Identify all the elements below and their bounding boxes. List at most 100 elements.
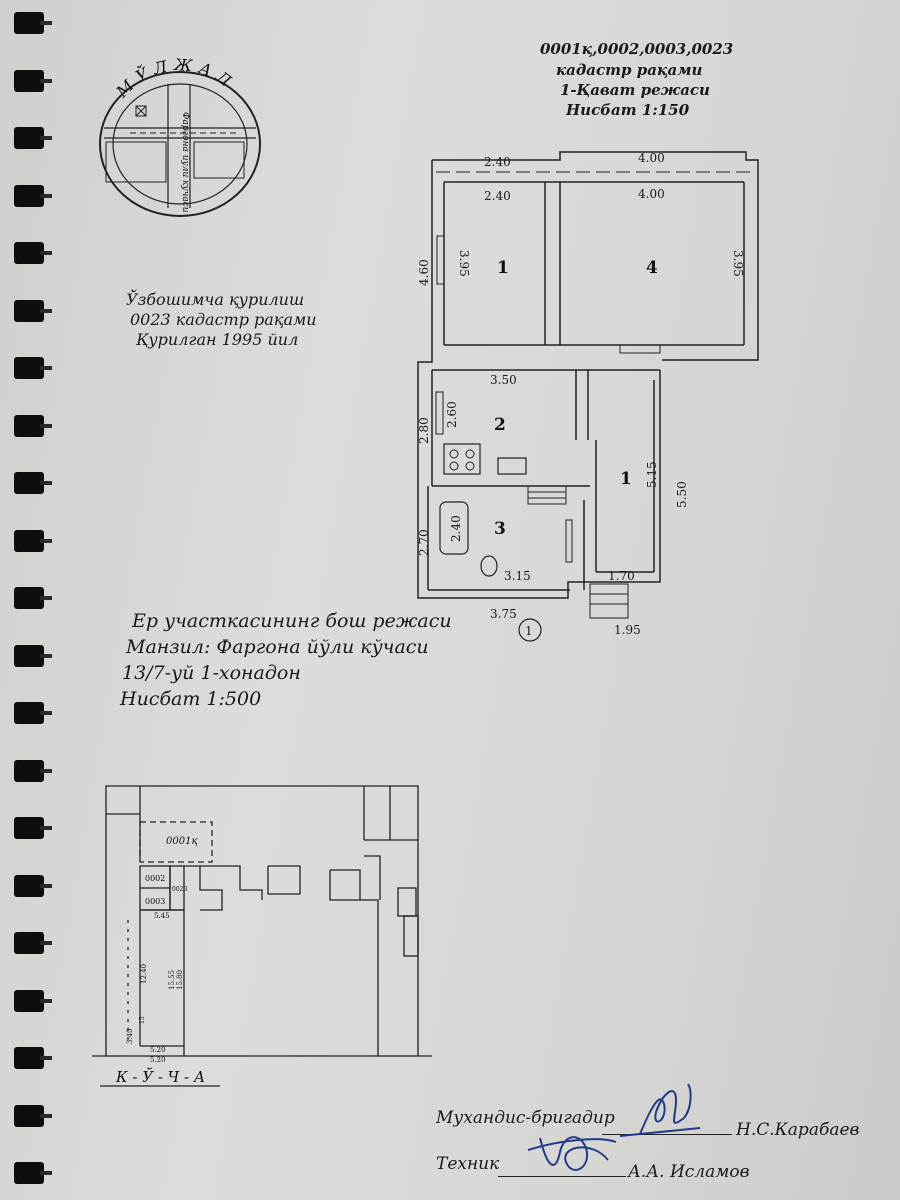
site-house-number: 13/7-уй 1-хонадон bbox=[122, 662, 301, 684]
plot-0023: 0023 bbox=[172, 886, 187, 893]
binding-ring bbox=[40, 308, 52, 313]
stamp-arc-text: МЎЛЖАЛ bbox=[112, 55, 240, 102]
binding-ring bbox=[40, 826, 52, 830]
extension-note-line2: 0023 кадастр рақами bbox=[130, 310, 317, 329]
plot-0002: 0002 bbox=[145, 874, 165, 883]
binding-hole bbox=[14, 1104, 44, 1127]
binding-hole bbox=[14, 184, 44, 207]
binding-ring bbox=[40, 366, 52, 370]
extension-note-line3: Қурилган 1995 йил bbox=[136, 330, 299, 349]
dim-520b: 5.20 bbox=[150, 1056, 166, 1064]
binding-hole bbox=[14, 644, 44, 667]
plot-0001: 0001қ bbox=[166, 836, 198, 847]
binding-hole bbox=[14, 242, 44, 264]
binding-hole bbox=[14, 702, 44, 724]
spiral-binding bbox=[0, 0, 60, 1200]
dim-room1-height: 3.95 bbox=[457, 250, 471, 277]
binding-ring bbox=[40, 78, 52, 83]
cadastre-numbers: 0001қ,0002,0003,0023 bbox=[540, 40, 734, 58]
dim-1555: 15.55 bbox=[168, 970, 176, 990]
binding-ring bbox=[40, 251, 52, 255]
binding-ring bbox=[40, 423, 52, 428]
binding-ring bbox=[40, 998, 52, 1003]
cadastre-label: кадастр рақами bbox=[556, 61, 703, 79]
binding-ring bbox=[40, 481, 52, 485]
stamp-street-text: Фаргона йўли кўчаси bbox=[180, 112, 190, 213]
binding-ring bbox=[40, 768, 52, 773]
dim-right-room-outer: 5.50 bbox=[675, 481, 689, 508]
room-number-3: 3 bbox=[494, 519, 506, 539]
dim-1580: 15.80 bbox=[176, 970, 184, 990]
binding-ring bbox=[40, 653, 52, 658]
engineer-role: Мухандис-бригадир bbox=[436, 1108, 615, 1128]
dim-bottom-total: 3.75 bbox=[490, 607, 517, 621]
binding-ring bbox=[40, 538, 52, 543]
site-address: Манзил: Фаргона йўли кўчаси bbox=[126, 636, 429, 658]
engineer-signature-line bbox=[602, 1134, 732, 1135]
binding-ring bbox=[40, 1113, 52, 1118]
binding-hole bbox=[14, 12, 44, 34]
dim-left-outer: 4.60 bbox=[417, 259, 431, 286]
extension-note-line1: Ўзбошимча қурилиш bbox=[126, 290, 305, 309]
location-stamp: МЎЛЖАЛ Фаргона йўли кўчаси bbox=[99, 55, 261, 217]
street-label: К - Ў - Ч - А bbox=[115, 1067, 205, 1086]
dim-1240: 12.40 bbox=[140, 964, 148, 984]
dim-room3-width: 3.15 bbox=[504, 569, 531, 583]
binding-ring bbox=[40, 596, 52, 600]
binding-hole bbox=[14, 414, 44, 437]
room-number-2: 2 bbox=[494, 415, 506, 435]
binding-hole bbox=[14, 127, 44, 149]
dim-room4-height: 3.95 bbox=[731, 250, 745, 277]
technician-signature-line bbox=[498, 1176, 626, 1177]
binding-hole bbox=[14, 529, 44, 552]
dim-top-left-inner: 2.40 bbox=[484, 189, 511, 203]
dim-room1-bottom: 3.50 bbox=[490, 373, 517, 387]
room-number-1: 1 bbox=[497, 258, 509, 278]
binding-ring bbox=[40, 711, 52, 715]
binding-hole bbox=[14, 759, 44, 782]
binding-hole bbox=[14, 69, 44, 92]
dim-340: 3.40 bbox=[126, 1028, 134, 1044]
binding-hole bbox=[14, 817, 44, 839]
binding-hole bbox=[14, 472, 44, 494]
technician-role: Техник bbox=[436, 1154, 500, 1174]
dim-top-left-outer: 2.40 bbox=[484, 155, 511, 169]
dim-545: 5.45 bbox=[154, 912, 170, 920]
dim-room3-outer: 2.70 bbox=[417, 529, 431, 556]
technician-name: А.А. Исламов bbox=[628, 1162, 750, 1182]
dim-15: 15 bbox=[139, 1016, 146, 1024]
room-number-4: 4 bbox=[646, 258, 658, 278]
binding-ring bbox=[40, 941, 52, 945]
engineer-name: Н.С.Карабаев bbox=[736, 1120, 860, 1140]
dim-right-room-inner: 5.15 bbox=[645, 461, 659, 488]
engineer-signature bbox=[619, 1083, 701, 1137]
site-scale: Нисбат 1:500 bbox=[120, 688, 262, 710]
site-plan bbox=[92, 785, 432, 1087]
dim-room2-inner: 2.60 bbox=[445, 401, 459, 428]
binding-hole bbox=[14, 989, 44, 1012]
binding-hole bbox=[14, 357, 44, 379]
site-plan-title: Ер участкасининг бош режаси bbox=[132, 610, 452, 632]
plot-0003: 0003 bbox=[145, 897, 165, 906]
binding-hole bbox=[14, 1047, 44, 1069]
binding-hole bbox=[14, 874, 44, 897]
binding-ring bbox=[40, 1171, 52, 1175]
dim-steps-width: 1.95 bbox=[614, 623, 641, 637]
binding-ring bbox=[40, 883, 52, 888]
dim-right-bottom: 1.70 bbox=[608, 569, 635, 583]
floor-plan-label: 1-Қават режаси bbox=[560, 81, 710, 99]
binding-ring bbox=[40, 193, 52, 198]
binding-ring bbox=[40, 1056, 52, 1060]
dim-top-right-outer: 4.00 bbox=[638, 151, 665, 165]
floor-scale: Нисбат 1:150 bbox=[566, 101, 690, 119]
dim-520a: 5.20 bbox=[150, 1046, 166, 1054]
floor-plan bbox=[417, 151, 759, 642]
binding-hole bbox=[14, 932, 44, 954]
binding-hole bbox=[14, 587, 44, 609]
binding-ring bbox=[40, 21, 52, 25]
binding-hole bbox=[14, 1162, 44, 1184]
binding-ring bbox=[40, 136, 52, 140]
dim-bath-fixture: 2.40 bbox=[449, 515, 463, 542]
